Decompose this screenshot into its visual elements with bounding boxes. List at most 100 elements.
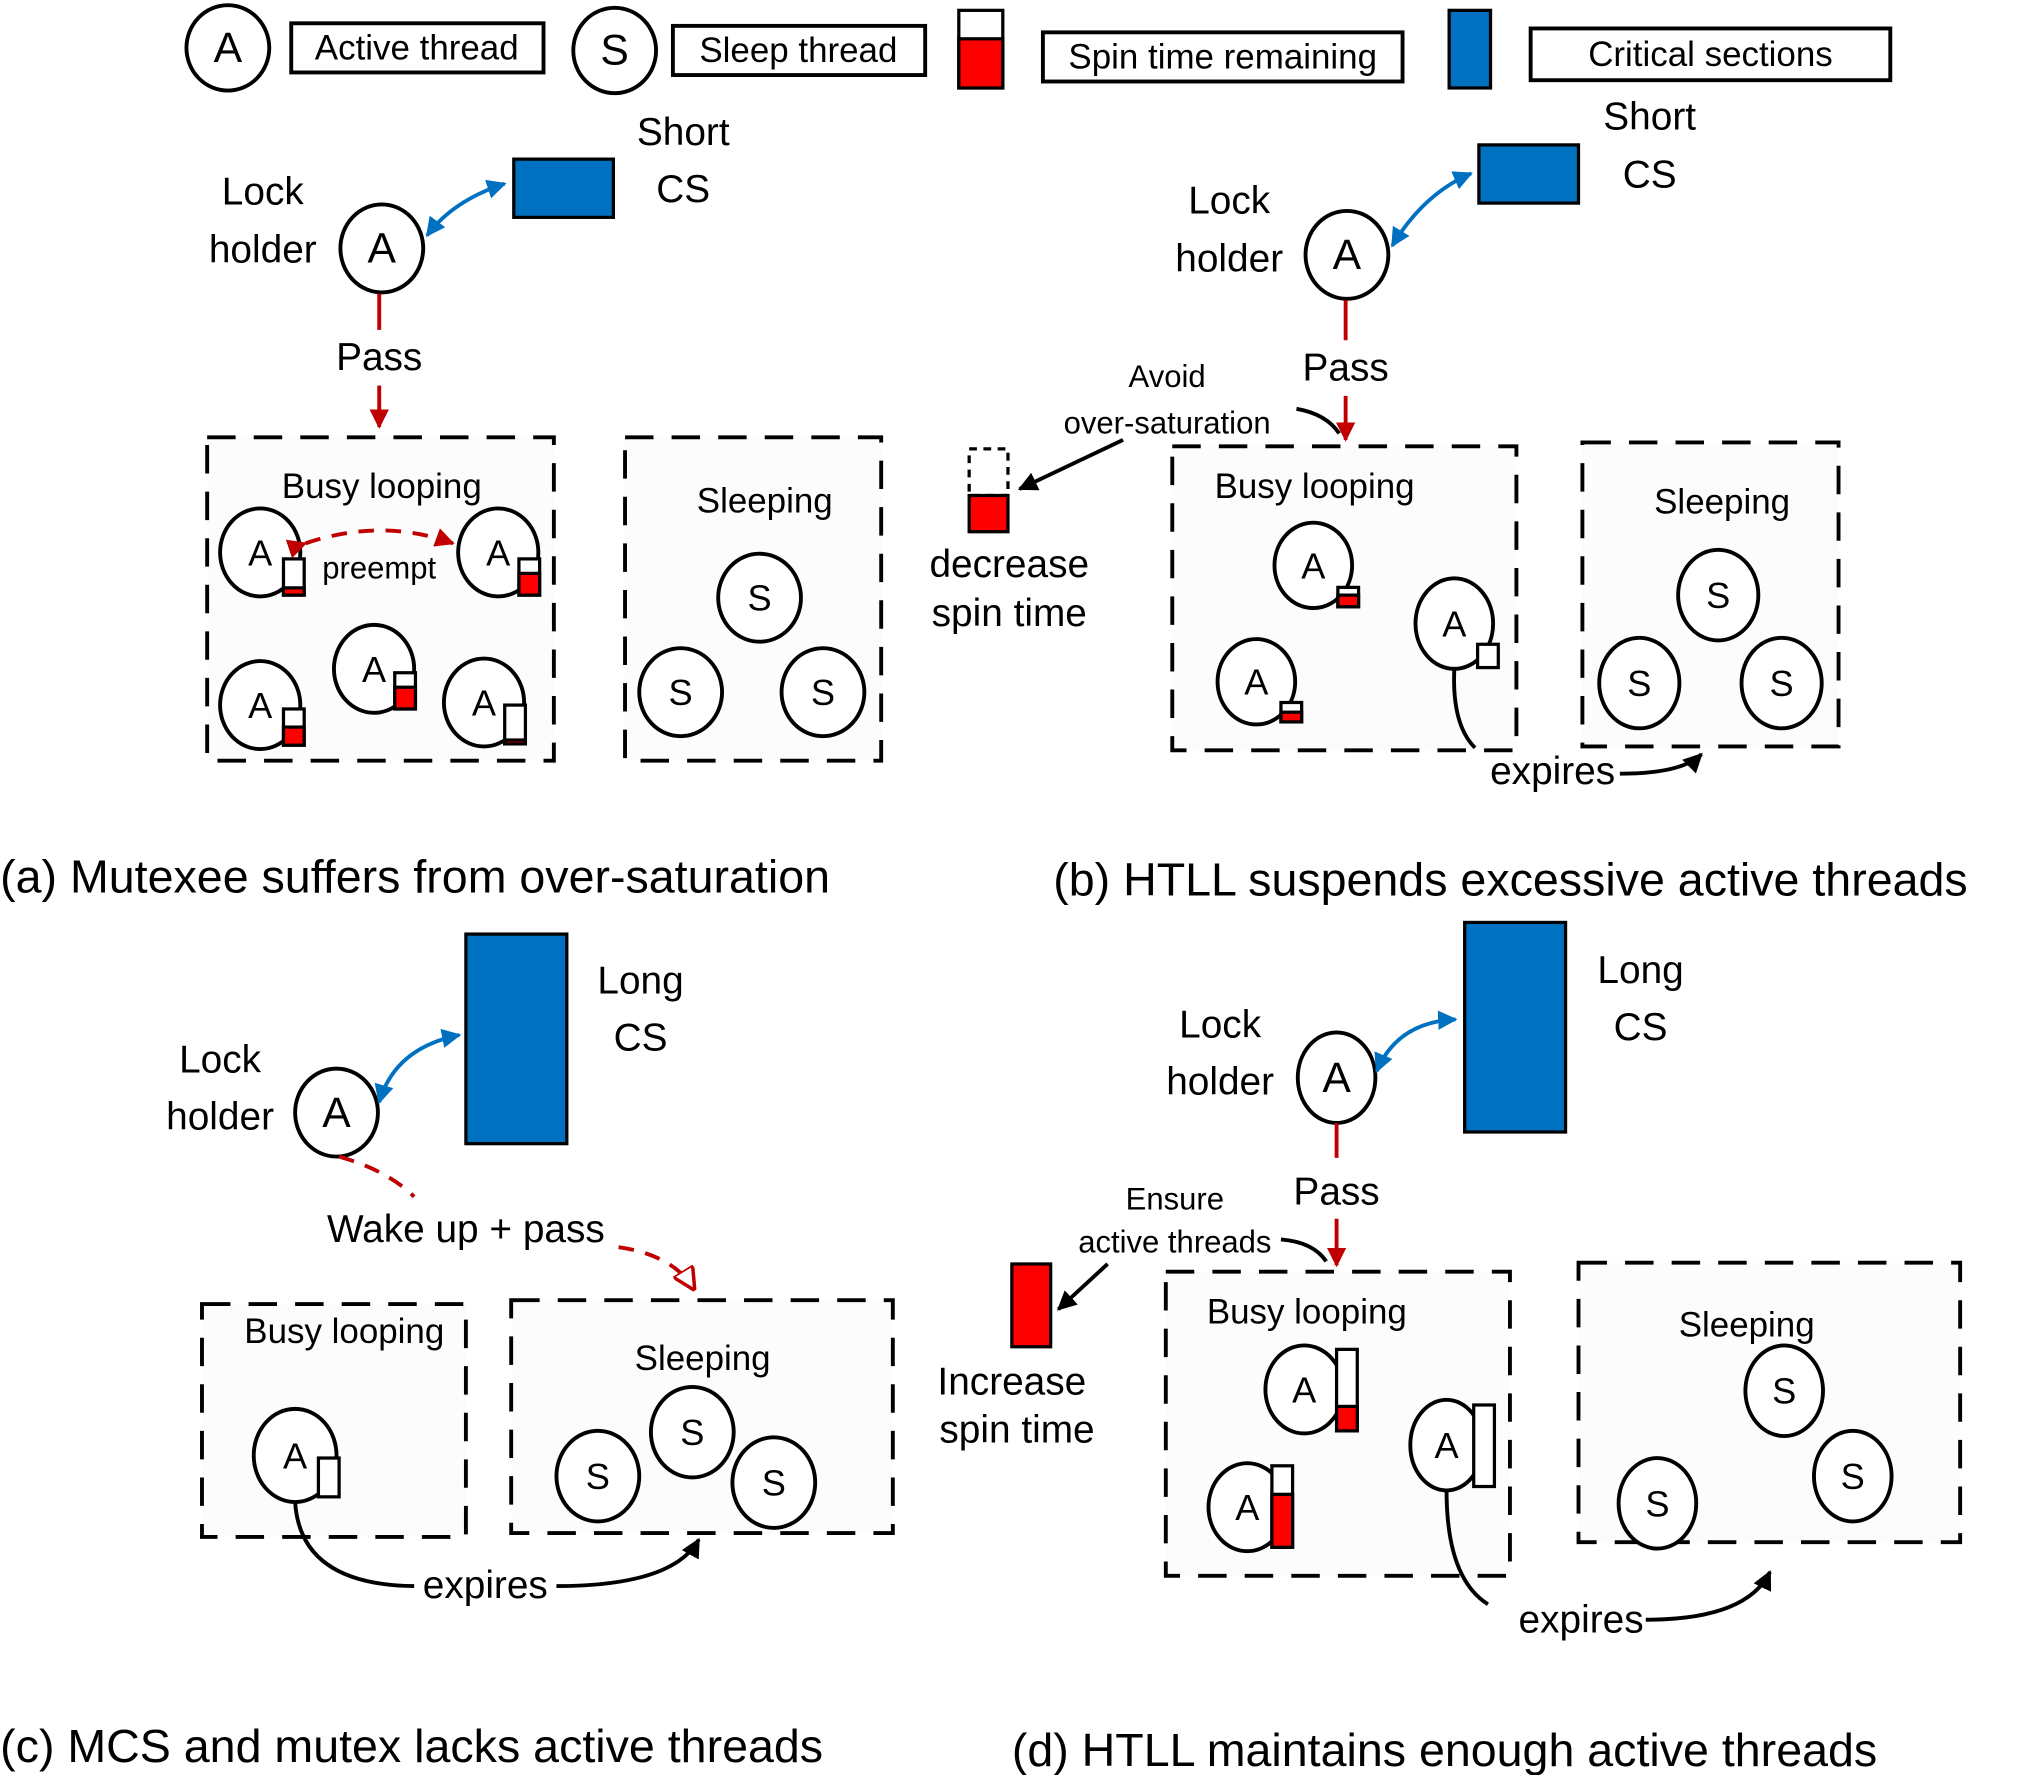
sleeping-thread — [637, 646, 724, 739]
short-critical-section — [1477, 143, 1581, 205]
short-critical-section — [512, 157, 616, 219]
note-label: Ensure — [1126, 1182, 1224, 1217]
lock-holder-label: holder — [1166, 1060, 1274, 1103]
spin-bar — [517, 557, 542, 597]
spin-bar-fill — [1334, 1404, 1359, 1433]
spin-bar — [1279, 700, 1304, 724]
svg-text:A: A — [1292, 1369, 1317, 1410]
svg-text:S: S — [1841, 1456, 1865, 1497]
sleeping-label: Sleeping — [697, 481, 833, 520]
busy-looping-label: Busy looping — [1215, 467, 1415, 506]
svg-text:A: A — [1434, 1425, 1459, 1466]
expires-arrow — [1645, 1570, 1772, 1622]
panel-c: Long CS Lock holder A Wake up + pass Bus… — [0, 932, 895, 1772]
long-critical-section — [1463, 920, 1568, 1134]
svg-text:S: S — [669, 672, 693, 713]
lock-holder-label: Lock — [179, 1039, 262, 1082]
thread-symbol: A — [322, 1089, 351, 1137]
increased-spin-bar — [1010, 1262, 1053, 1349]
legend-sleep-thread: S Sleep thread — [571, 5, 928, 96]
legend-active-label: Active thread — [315, 29, 519, 68]
spin-bar-fill — [517, 571, 542, 597]
action-label: spin time — [939, 1409, 1094, 1452]
svg-text:A: A — [486, 532, 511, 573]
caption-d: (d) HTLL maintains enough active threads — [1012, 1724, 1877, 1775]
lock-holder-label: holder — [1175, 238, 1283, 281]
spin-bar — [1334, 1347, 1359, 1433]
svg-text:A: A — [1244, 662, 1269, 703]
long-critical-section — [464, 932, 569, 1146]
action-label: spin time — [932, 592, 1087, 635]
expires-label: expires — [1519, 1599, 1644, 1642]
expire-connector — [1444, 1490, 1489, 1606]
lock-holder-label: Lock — [1179, 1004, 1262, 1047]
spinning-thread: A — [441, 656, 528, 749]
sleeping-thread — [730, 1435, 818, 1530]
svg-text:S: S — [762, 1463, 786, 1504]
lock-holder-label: holder — [166, 1095, 274, 1138]
busy-looping-label: Busy looping — [244, 1312, 444, 1351]
spin-bar — [1475, 642, 1500, 670]
thread-symbol: A — [1333, 231, 1362, 279]
expire-connector — [293, 1501, 415, 1589]
svg-text:A: A — [472, 682, 497, 723]
lock-holder-thread — [1303, 208, 1391, 301]
spinning-thread: A — [456, 506, 542, 599]
active-threads: A A A A A — [218, 506, 542, 752]
lock-holder-label: Lock — [1188, 179, 1271, 222]
spin-bar-fill — [1336, 593, 1361, 609]
cs-label: CS — [656, 168, 710, 211]
spin-bar-fill — [503, 738, 528, 746]
lock-holder-label: Lock — [222, 170, 305, 213]
spin-bar — [503, 703, 528, 746]
spinning-thread: A — [1215, 637, 1304, 727]
spinning-thread: A — [1272, 520, 1361, 610]
svg-text:S: S — [680, 1412, 704, 1453]
sleeping-label: Sleeping — [1654, 483, 1790, 522]
spin-bar — [316, 1456, 341, 1499]
legend-label-box — [289, 21, 546, 75]
legend-cs-label: Critical sections — [1588, 35, 1833, 74]
svg-text:S: S — [1706, 575, 1730, 616]
cs-label: CS — [1623, 154, 1677, 197]
svg-text:S: S — [811, 672, 835, 713]
caption-c: (c) MCS and mutex lacks active threads — [0, 1720, 823, 1772]
svg-text:A: A — [283, 1435, 308, 1476]
caption-a: (a) Mutexee suffers from over-saturation — [0, 851, 830, 903]
sleep-thread-icon — [571, 5, 659, 96]
spin-bar-fill — [1270, 1492, 1295, 1549]
preempt-label: preempt — [322, 550, 436, 585]
spin-bar-fill — [393, 685, 418, 711]
panel-a: Short CS Lock holder A Pass Busy looping… — [0, 111, 884, 903]
action-label: Increase — [937, 1361, 1086, 1404]
sleeping-thread — [716, 551, 803, 644]
sleeping-thread — [779, 646, 867, 739]
sleeping-label: Sleeping — [1679, 1305, 1815, 1344]
cs-label: CS — [614, 1017, 668, 1060]
active-thread-icon — [184, 3, 272, 93]
previous-spin-outline — [967, 447, 1010, 498]
svg-text:S: S — [747, 578, 771, 619]
critical-section-icon — [1447, 8, 1493, 90]
spin-bar-fill — [281, 725, 306, 747]
action-label: decrease — [929, 543, 1089, 586]
panel-b: Short CS Lock holder A Pass Avoid over-s… — [929, 95, 1967, 905]
wake-pass-label: Wake up + pass — [327, 1208, 605, 1251]
spin-bar — [281, 557, 306, 597]
thread-symbol: A — [1322, 1054, 1351, 1102]
svg-text:A: A — [248, 685, 273, 726]
spin-bar-outline — [1472, 1403, 1497, 1489]
cs-access-arrow — [425, 179, 507, 238]
expiring-thread: A — [251, 1406, 341, 1504]
sleeping-thread — [1676, 547, 1761, 643]
spin-bar-fill — [1279, 710, 1304, 724]
note-arrow — [1017, 438, 1124, 491]
lock-holder-thread — [338, 202, 426, 295]
wake-pass-line — [338, 1154, 416, 1199]
cs-label: Short — [637, 111, 730, 154]
pass-label: Pass — [1293, 1170, 1379, 1213]
legend-spin-label: Spin time remaining — [1068, 38, 1377, 77]
spinning-thread: A — [218, 506, 306, 599]
cs-access-arrow — [1374, 1010, 1458, 1073]
cs-label: CS — [1614, 1006, 1668, 1049]
